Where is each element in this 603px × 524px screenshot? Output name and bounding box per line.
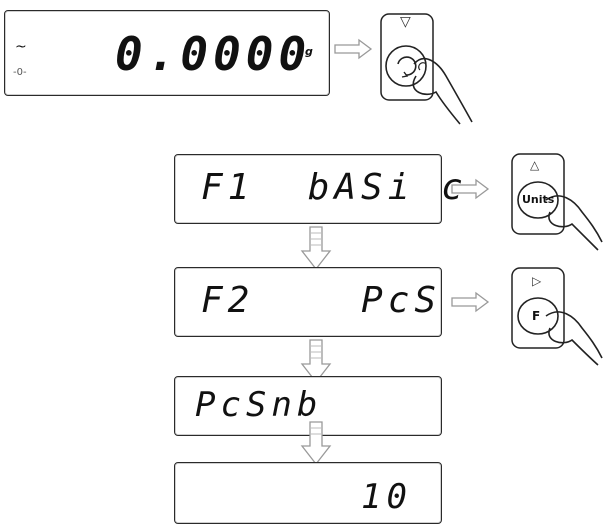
- unit-label: g: [305, 45, 313, 58]
- units-key[interactable]: △ Units: [508, 152, 603, 252]
- zero-mark: -0-: [13, 67, 27, 78]
- right-arrow-icon: [451, 291, 490, 313]
- display-f2-pcs: F2 PcS: [174, 267, 442, 337]
- weight-readout: 0.0000: [115, 27, 312, 81]
- down-arrow-icon: [300, 339, 332, 384]
- f2-pcs-text: F2 PcS: [201, 280, 442, 321]
- down-arrow-icon: [300, 226, 332, 271]
- units-key-icon: [511, 153, 603, 251]
- stability-mark: ~: [15, 39, 27, 55]
- right-arrow-icon: [451, 178, 490, 200]
- display-count: 10: [174, 462, 442, 524]
- units-key-label: Units: [522, 193, 555, 206]
- tare-symbol: ▽: [400, 14, 411, 30]
- tare-key-icon: [380, 13, 473, 125]
- f-key-label: F: [532, 309, 541, 323]
- down-arrow-icon: [300, 421, 332, 466]
- f-key[interactable]: ▷ F: [508, 266, 603, 366]
- pcsnb-text: PcSnb: [195, 385, 323, 425]
- display-f1-basic: F1 bASi c: [174, 154, 463, 224]
- count-text: 10: [361, 477, 412, 517]
- f-key-icon: [511, 267, 603, 366]
- units-symbol: △: [530, 158, 540, 172]
- tare-key[interactable]: ▽: [376, 12, 476, 127]
- f1-basic-text: F1 bASi c: [201, 167, 468, 208]
- f-symbol: ▷: [532, 274, 542, 288]
- display-weight: ~ -0- 0.0000 g: [4, 10, 330, 96]
- display-pcsnb: PcSnb: [174, 376, 442, 436]
- right-arrow-icon: [334, 38, 373, 60]
